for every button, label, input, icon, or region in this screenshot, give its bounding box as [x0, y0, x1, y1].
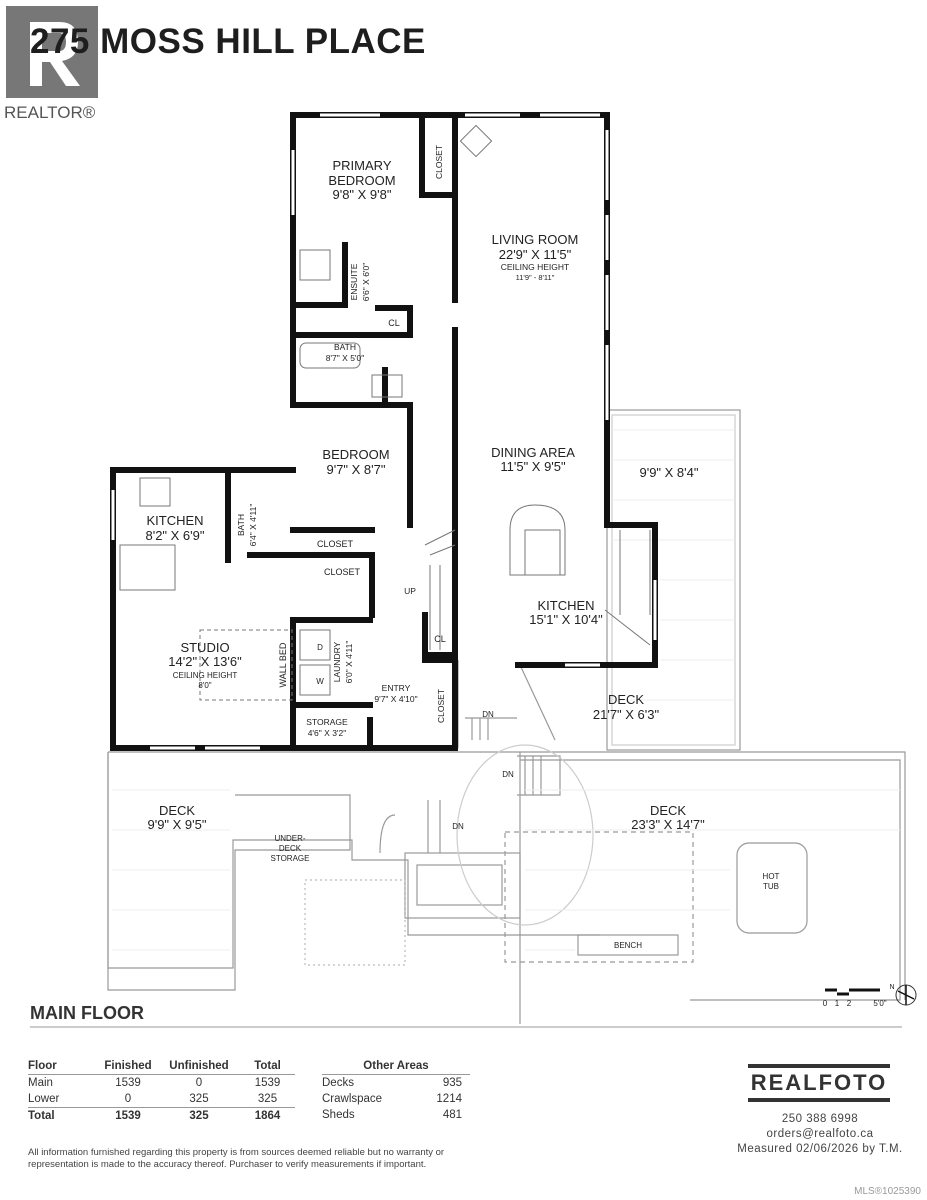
laundry-size: 6'0" X 4'11"	[344, 641, 354, 684]
dryer-label: D	[317, 643, 323, 652]
dining-area-size: 11'5" X 9'5"	[500, 459, 566, 474]
closet-bedroom-label: CLOSET	[317, 539, 354, 549]
realfoto-logo: REALFOTO	[748, 1064, 890, 1102]
studio-kitchen-label: KITCHEN	[146, 513, 203, 528]
living-room-size: 22'9" X 11'5"	[499, 247, 572, 262]
compass-icon: N	[889, 984, 917, 1006]
scale-tick-1: 1	[835, 999, 840, 1008]
scale-tick-0: 0	[823, 999, 828, 1008]
deck-boards	[112, 429, 900, 951]
under-deck-label-1: UNDER-	[274, 834, 305, 843]
bedroom-label: BEDROOM	[322, 447, 389, 462]
closet-primary-label: CLOSET	[434, 145, 444, 179]
studio-ceiling-value: 8'0"	[198, 681, 211, 690]
laundry-label: LAUNDRY	[332, 641, 342, 682]
closet-entry-label: CLOSET	[436, 689, 446, 723]
studio-label: STUDIO	[180, 640, 229, 655]
main-kitchen-label: KITCHEN	[537, 598, 594, 613]
entry-label: ENTRY	[382, 683, 411, 693]
scale-tick-3: 5'0"	[873, 999, 886, 1008]
realtor-logo: REALTOR®	[0, 0, 102, 125]
mls-number: MLS®1025390	[854, 1186, 921, 1197]
under-deck-label-2: DECK	[279, 844, 302, 853]
cl2-label: CL	[434, 634, 446, 644]
deck-main-label: DECK	[608, 692, 644, 707]
bath-size: 8'7" X 5'0"	[326, 353, 365, 363]
decks	[107, 409, 906, 1024]
storage-size: 4'6" X 3'2"	[308, 728, 347, 738]
dn-label-1: DN	[482, 710, 494, 719]
scale-tick-2: 2	[847, 999, 852, 1008]
living-room-ceiling: CEILING HEIGHT	[501, 262, 569, 272]
deck-main-size: 21'7" X 6'3"	[593, 707, 660, 722]
phone: 250 388 6998	[781, 1113, 859, 1125]
primary-bedroom-label-2: BEDROOM	[328, 173, 395, 188]
deck-big-size: 23'3" X 14'7"	[631, 817, 705, 832]
page-title: 275 MOSS HILL PLACE	[30, 22, 426, 61]
main-kitchen-size: 15'1" X 10'4"	[529, 612, 603, 627]
hot-tub-label-2: TUB	[763, 882, 779, 891]
deck-right-size: 9'9" X 8'4"	[639, 465, 698, 480]
studio-ceiling: CEILING HEIGHT	[173, 671, 238, 680]
disclaimer: All information furnished regarding this…	[28, 1147, 445, 1170]
room-labels: PRIMARY BEDROOM 9'8" X 9'8" CLOSET ENSUI…	[145, 145, 779, 950]
storage-label: STORAGE	[306, 717, 348, 727]
measured-note: Measured 02/06/2026 by T.M.	[737, 1143, 903, 1155]
ensuite-size: 6'6" X 6'0"	[361, 263, 371, 302]
dn-label-2: DN	[502, 770, 514, 779]
bath-label: BATH	[334, 342, 356, 352]
primary-bedroom-label: PRIMARY	[333, 158, 392, 173]
divider	[30, 1026, 902, 1028]
floor-plan: PRIMARY BEDROOM 9'8" X 9'8" CLOSET ENSUI…	[107, 112, 917, 1024]
scale-bar: 0 1 2 5'0"	[823, 988, 887, 1008]
living-room-label: LIVING ROOM	[492, 232, 579, 247]
fixtures	[119, 124, 651, 701]
dining-area-label: DINING AREA	[491, 445, 575, 460]
entry-size: 9'7" X 4'10"	[374, 694, 417, 704]
living-room-ceiling-value: 11'9" - 8'11"	[516, 273, 555, 282]
deck-big-label: DECK	[650, 803, 686, 818]
contact-info: 250 388 6998 orders@realfoto.ca Measured…	[725, 1112, 915, 1157]
dn-label-3: DN	[452, 822, 464, 831]
washer-label: W	[316, 677, 324, 686]
under-deck-label-3: STORAGE	[271, 854, 310, 863]
windows	[111, 113, 657, 750]
deck-left-label: DECK	[159, 803, 195, 818]
hot-tub-label-1: HOT	[763, 872, 780, 881]
studio-kitchen-size: 8'2" X 6'9"	[145, 528, 204, 543]
wall-bed-label: WALL BED	[278, 642, 288, 687]
cl-label: CL	[388, 318, 400, 328]
up-label: UP	[404, 586, 416, 596]
floor-label: MAIN FLOOR	[30, 1003, 144, 1023]
closet-hall-label: CLOSET	[324, 567, 361, 577]
ensuite-label: ENSUITE	[349, 263, 359, 300]
bath2-size: 6'4" X 4'11"	[248, 504, 258, 547]
realtor-r-icon	[6, 6, 98, 98]
bath2-label: BATH	[236, 514, 246, 536]
deck-left-size: 9'9" X 9'5"	[147, 817, 206, 832]
bedroom-size: 9'7" X 8'7"	[326, 462, 385, 477]
bench-label: BENCH	[614, 941, 642, 950]
studio-size: 14'2" X 13'6"	[168, 654, 242, 669]
primary-bedroom-size: 9'8" X 9'8"	[332, 187, 391, 202]
email: orders@realfoto.ca	[766, 1128, 874, 1140]
compass-north-label: N	[889, 984, 894, 991]
